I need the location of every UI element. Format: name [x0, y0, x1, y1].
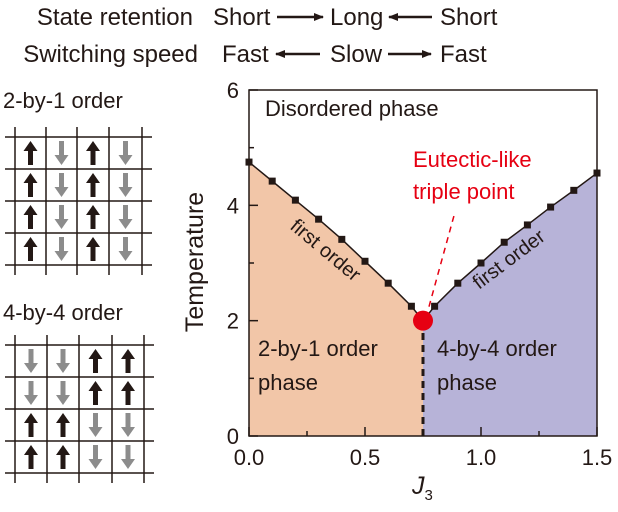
data-point: [291, 196, 299, 204]
spin-up-arrow-icon: [121, 381, 135, 405]
spin-down-arrow-icon: [88, 413, 103, 437]
spin-up-arrow-icon: [86, 205, 100, 229]
label-disordered-phase: Disordered phase: [265, 96, 439, 121]
label-triple-point-2: triple point: [413, 179, 515, 204]
spin-up-arrow-icon: [88, 381, 103, 405]
label-triple-point-1: Eutectic-like: [413, 147, 532, 172]
spin-down-arrow-icon: [118, 141, 133, 165]
data-point: [315, 215, 323, 223]
label-4by4-phase-1: 4-by-4 order: [437, 336, 557, 361]
spin-up-arrow-icon: [23, 173, 38, 197]
label-2by1-phase-2: phase: [258, 370, 318, 395]
plot-area: 0 2 4 6 0.0 0.5 1.0 1.5: [227, 78, 613, 470]
data-point: [477, 259, 485, 267]
data-point: [454, 279, 462, 287]
data-point: [407, 302, 415, 310]
spin-down-arrow-icon: [121, 413, 135, 437]
spin-down-arrow-icon: [24, 381, 38, 405]
region-2by1-phase: [249, 162, 423, 437]
value-left: Fast: [222, 41, 269, 68]
row-label: Switching speed: [23, 41, 198, 68]
spin-up-arrow-icon: [23, 237, 38, 261]
spin-down-arrow-icon: [54, 205, 69, 229]
spin-up-arrow-icon: [86, 237, 100, 261]
spin-up-arrow-icon: [121, 349, 135, 373]
spin-up-arrow-icon: [86, 173, 100, 197]
spin-up-arrow-icon: [23, 205, 38, 229]
row-label: State retention: [37, 4, 193, 31]
lattice-title-2by1: 2-by-1 order: [3, 88, 123, 113]
triple-point-marker: [413, 310, 433, 331]
y-tick-label: 6: [227, 78, 239, 103]
lattice-title-4by4: 4-by-4 order: [3, 300, 123, 325]
spin-up-arrow-icon: [86, 141, 100, 165]
label-4by4-phase-2: phase: [437, 370, 497, 395]
spin-up-arrow-icon: [56, 445, 70, 469]
x-tick-label: 0.5: [350, 445, 381, 470]
value-right: Short: [440, 4, 498, 31]
header-state-retention: State retention Short Long Short: [37, 4, 498, 31]
spin-down-arrow-icon: [118, 237, 133, 261]
spin-down-arrow-icon: [118, 173, 133, 197]
data-point: [268, 177, 276, 185]
spin-down-arrow-icon: [54, 237, 69, 261]
value-middle: Slow: [330, 41, 383, 68]
data-point: [547, 203, 555, 211]
header-switching-speed: Switching speed Fast Slow Fast: [23, 41, 487, 68]
spin-up-arrow-icon: [23, 141, 38, 165]
value-left: Short: [213, 4, 271, 31]
spin-down-arrow-icon: [54, 173, 69, 197]
data-point: [338, 235, 346, 243]
spin-up-arrow-icon: [24, 445, 38, 469]
data-point: [431, 302, 439, 310]
spin-up-arrow-icon: [24, 413, 38, 437]
y-tick-label: 4: [227, 193, 239, 218]
spin-up-arrow-icon: [56, 413, 70, 437]
data-point: [570, 186, 578, 194]
spin-down-arrow-icon: [56, 381, 70, 405]
spin-down-arrow-icon: [88, 445, 103, 469]
x-axis-label: J3: [411, 472, 433, 504]
x-tick-label: 0.0: [234, 445, 265, 470]
spin-up-arrow-icon: [88, 349, 103, 373]
lattice-4by4: [5, 335, 154, 483]
region-4by4-phase: [423, 173, 597, 437]
value-middle: Long: [330, 4, 383, 31]
y-axis-label: Temperature: [181, 192, 209, 332]
spin-down-arrow-icon: [118, 205, 133, 229]
triple-point-leader-line: [428, 211, 456, 307]
value-right: Fast: [440, 41, 487, 68]
data-point: [500, 238, 508, 246]
spin-down-arrow-icon: [121, 445, 135, 469]
spin-down-arrow-icon: [56, 349, 70, 373]
data-point: [361, 257, 369, 265]
spin-down-arrow-icon: [24, 349, 38, 373]
lattice-2by1: [5, 127, 152, 275]
x-tick-label: 1.0: [466, 445, 497, 470]
data-point: [523, 221, 531, 229]
x-tick-label: 1.5: [582, 445, 613, 470]
spin-down-arrow-icon: [54, 141, 69, 165]
label-2by1-phase-1: 2-by-1 order: [258, 336, 378, 361]
y-tick-label: 2: [227, 309, 239, 334]
data-point: [384, 279, 392, 287]
y-tick-label: 0: [227, 424, 239, 449]
